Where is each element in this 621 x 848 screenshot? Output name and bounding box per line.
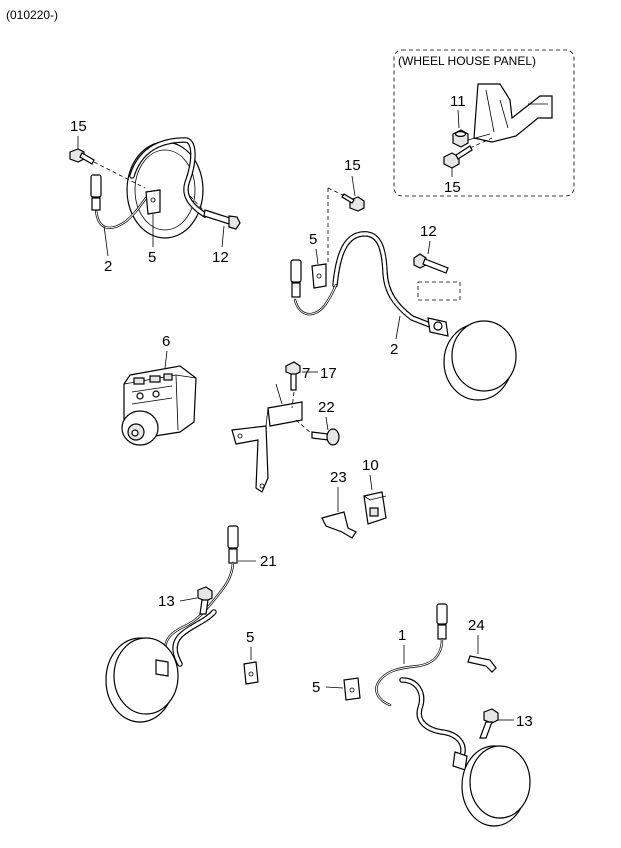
- callout-15-front-left: 15: [70, 118, 87, 135]
- bolt-15-front-right-icon: [341, 193, 365, 212]
- bolt-13-rear-right-icon: [479, 708, 499, 739]
- callout-13-rear-right: 13: [516, 713, 533, 730]
- callout-24: 24: [468, 617, 485, 634]
- rear-left-sensor-assembly: 21 13 5: [105, 525, 277, 723]
- callout-7: 7: [302, 365, 310, 382]
- callout-12-front-left: 12: [212, 249, 229, 266]
- callout-23: 23: [330, 469, 347, 486]
- callout-22: 22: [318, 399, 335, 416]
- callout-1: 1: [398, 627, 406, 644]
- callout-15-inset: 15: [444, 179, 461, 196]
- callout-12-front-right: 12: [420, 223, 437, 240]
- screw-12-front-right-icon: [413, 253, 449, 274]
- callout-21: 21: [260, 553, 277, 570]
- relay-assembly: 23 10: [321, 457, 387, 539]
- rear-right-sensor-assembly: 5 24 1 13: [312, 603, 533, 827]
- bolt-17-icon: [285, 361, 301, 391]
- callout-17: 17: [320, 365, 337, 382]
- mount-22-icon: [311, 428, 340, 446]
- callout-2-front-left: 2: [104, 258, 112, 275]
- bolt-13-rear-left-icon: [197, 586, 213, 615]
- front-left-sensor-assembly: 15 2 5 12: [69, 118, 241, 275]
- callout-6: 6: [162, 333, 170, 350]
- callout-11: 11: [450, 93, 466, 110]
- hecu-unit: 6: [121, 333, 197, 446]
- header-code: (010220-): [6, 8, 58, 22]
- inset-title: (WHEEL HOUSE PANEL): [398, 54, 536, 68]
- callout-5-front-right: 5: [309, 231, 317, 248]
- hecu-bracket-assembly: 7 17 7 22: [231, 361, 340, 493]
- callout-10: 10: [362, 457, 379, 474]
- screw-12-front-left-icon: [203, 209, 241, 230]
- callout-15-front-right: 15: [344, 157, 361, 174]
- wheel-house-panel-inset: (WHEEL HOUSE PANEL) 11 15: [393, 49, 575, 197]
- bolt-15-inset-icon: [443, 145, 473, 169]
- nut-11-icon: [452, 129, 469, 148]
- callout-13-rear-left: 13: [158, 593, 175, 610]
- callout-5-rear-left: 5: [246, 629, 254, 646]
- front-right-sensor-assembly: 15 5 12 2: [290, 157, 517, 401]
- callout-5-rear-right: 5: [312, 679, 320, 696]
- callout-5-front-left: 5: [148, 249, 156, 266]
- bolt-15-front-left-icon: [69, 148, 95, 165]
- callout-2-front-right: 2: [390, 341, 398, 358]
